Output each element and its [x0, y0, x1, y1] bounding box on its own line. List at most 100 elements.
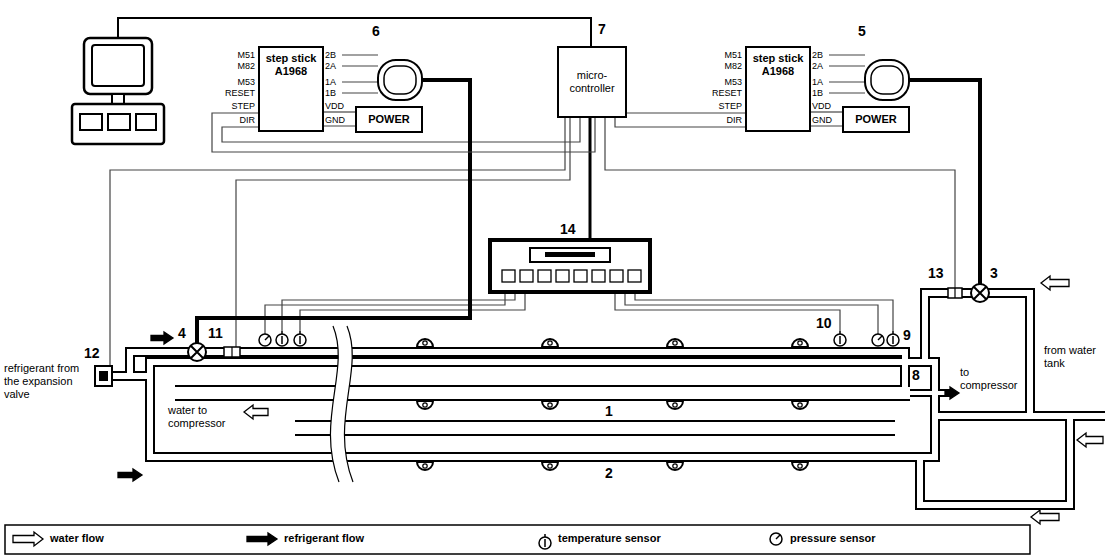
temperature-well [542, 339, 558, 347]
pipe-bore [920, 416, 1070, 505]
pin-label: M51 [237, 50, 255, 60]
stepper-motor [865, 60, 909, 100]
pipe-wall [295, 420, 895, 436]
pin-label: DIR [727, 115, 743, 125]
computer-screen [92, 45, 144, 86]
pipe-wall [150, 362, 935, 457]
pipe-wall [920, 416, 1070, 505]
callout-number: 8 [912, 368, 920, 382]
signal-wire [625, 292, 878, 334]
temperature-probe [798, 464, 802, 468]
flow-label: to compressor [960, 366, 1018, 392]
driver-board: step stick A1968 [258, 46, 324, 132]
break-line [330, 326, 339, 482]
temperature-sensor [539, 537, 551, 549]
logger-display-bar [545, 252, 595, 257]
pipe-bore [175, 387, 910, 399]
valve-symbol [188, 343, 206, 361]
temperature-probe [673, 403, 677, 407]
signal-wire [605, 118, 955, 288]
temperature-well [667, 339, 683, 347]
water-flow-arrow [1041, 276, 1069, 290]
temperature-sensor [294, 334, 306, 346]
flow-sensor-mark [231, 347, 232, 357]
pin-label: M53 [237, 77, 255, 87]
pin-label: VDD [325, 101, 344, 111]
temperature-well [542, 462, 558, 470]
water-flow-arrow [1031, 510, 1059, 524]
refrigerant-flow-arrow [151, 332, 173, 344]
legend-text: pressure sensor [790, 532, 876, 545]
temperature-probe [548, 403, 552, 407]
callout-number: 14 [560, 222, 576, 236]
motor-linkage [197, 80, 470, 343]
signal-wire [282, 292, 515, 331]
pin-label: RESET [712, 88, 742, 98]
valve-symbol [971, 284, 989, 302]
pin-label: M51 [724, 50, 742, 60]
logger-display [530, 248, 610, 262]
pin-label: GND [812, 115, 832, 125]
pipe-bore [905, 391, 950, 395]
temperature-probe [423, 341, 427, 345]
temperature-well [417, 339, 433, 347]
refrigerant-flow-arrow [118, 469, 142, 481]
refrigerant-flow-arrow [945, 387, 959, 399]
signal-wire [627, 112, 745, 113]
pin-label: GND [325, 115, 345, 125]
power-box: POWER [355, 106, 423, 133]
signal-wire [829, 65, 865, 66]
pin-label: 2A [812, 61, 823, 71]
logger-key [520, 270, 533, 282]
temperature-probe [423, 403, 427, 407]
legend-text: water flow [50, 532, 104, 545]
refrigerant-connector [95, 366, 112, 386]
pin-label: 2B [325, 50, 336, 60]
signal-wire [829, 54, 865, 55]
callout-number: 10 [816, 316, 832, 330]
signal-wire [342, 92, 378, 93]
callout-number: 2 [605, 466, 613, 480]
flow-label: water to compressor [168, 404, 242, 430]
driver-board: step stick A1968 [745, 46, 811, 132]
temperature-mark [544, 539, 546, 547]
pressure-needle [878, 336, 882, 340]
logger-key [628, 270, 641, 282]
signal-wire [322, 125, 355, 126]
temperature-well [792, 401, 808, 409]
temperature-sensor [887, 334, 899, 346]
signal-wire [342, 65, 378, 66]
pressure-needle [265, 336, 269, 340]
callout-number: 9 [903, 328, 911, 342]
callout-number: 4 [178, 326, 186, 340]
pin-label: 1A [812, 77, 823, 87]
temperature-probe [548, 464, 552, 468]
legend-text: refrigerant flow [284, 532, 364, 545]
pin-label: 1A [325, 77, 336, 87]
computer-drive [136, 114, 156, 130]
pipe-bore [150, 362, 935, 457]
temperature-sensor [834, 334, 846, 346]
legend-frame [5, 525, 1030, 554]
signal-wire [829, 92, 865, 93]
data-cable [589, 118, 592, 240]
computer-case [72, 104, 164, 144]
temperature-mark [281, 336, 283, 344]
callout-number: 11 [208, 326, 223, 340]
box-text: POWER [368, 113, 410, 126]
signal-wire [300, 292, 525, 331]
signal-wire [829, 81, 865, 82]
legend-text: temperature sensor [558, 532, 661, 545]
callout-number: 5 [858, 24, 866, 38]
stepper-motor-body [871, 66, 903, 94]
flow-label: from water tank [1044, 344, 1104, 370]
callout-number: 6 [372, 24, 380, 38]
temperature-mark [839, 336, 841, 344]
box-text: step stick A1968 [751, 52, 805, 77]
pipe-bore [295, 422, 895, 434]
signal-wire [635, 292, 893, 331]
flow-sensor [948, 288, 962, 298]
pipe-bore [935, 413, 1105, 419]
temperature-probe [798, 341, 802, 345]
